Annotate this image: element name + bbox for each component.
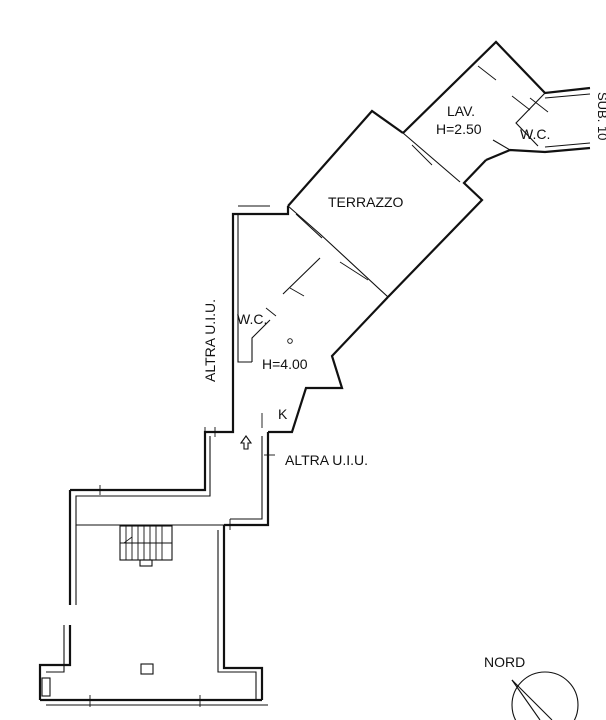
laundry-height-label: H=2.50	[436, 121, 482, 137]
terrace-label: TERRAZZO	[328, 194, 404, 210]
wall-ticks	[89, 427, 275, 707]
wc-upper-label: W.C.	[520, 126, 550, 142]
lower-walls	[38, 428, 270, 706]
other-unit-horizontal-label: ALTRA U.I.U.	[285, 452, 368, 468]
staircase	[119, 525, 173, 567]
main-height-label: H=4.00	[262, 356, 308, 372]
kitchen-label: K	[278, 406, 288, 422]
other-unit-vertical-label: ALTRA U.I.U.	[202, 299, 218, 382]
north-label: NORD	[484, 654, 525, 670]
upper-wing-doors	[261, 65, 549, 428]
laundry-label: LAV.	[447, 103, 475, 119]
upper-wing-walls	[231, 40, 591, 434]
north-compass-icon	[511, 671, 579, 720]
wc-lower-label: W.C.	[237, 311, 267, 327]
edge-partial-label: SUB. 10	[595, 92, 606, 140]
up-arrow-icon	[239, 435, 253, 450]
